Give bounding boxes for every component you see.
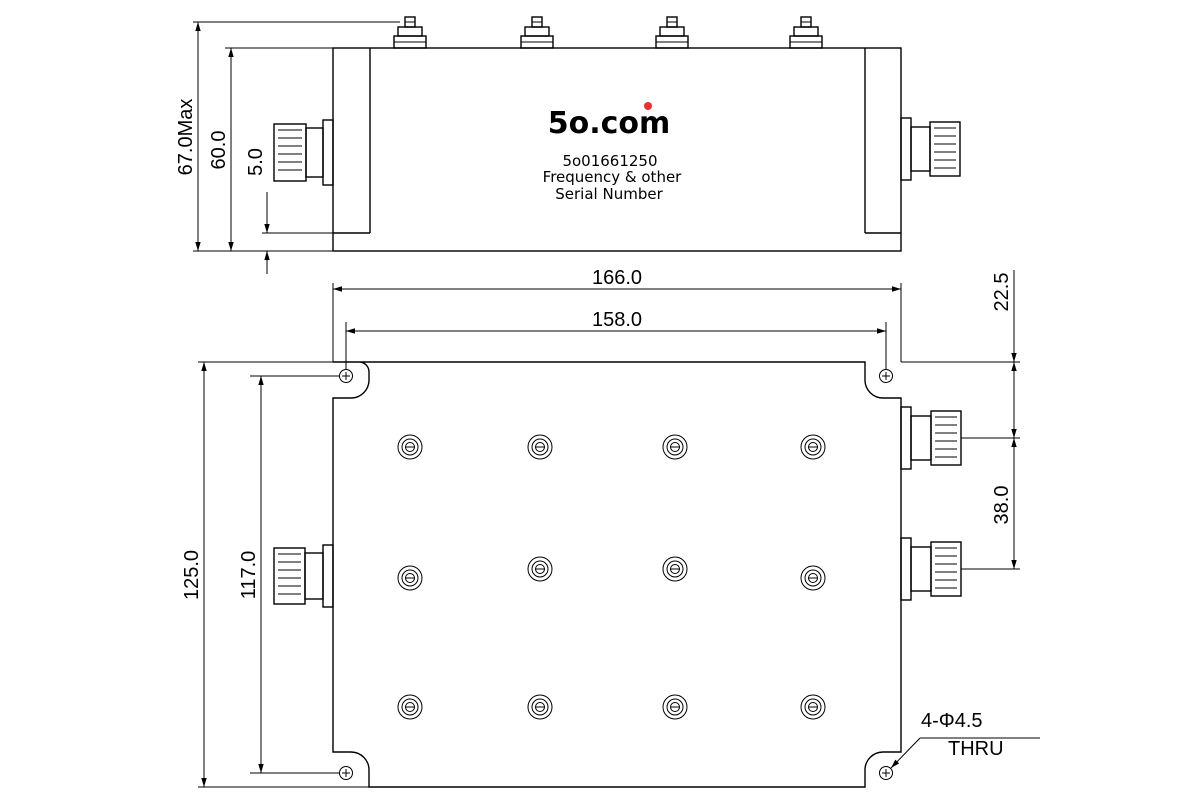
tuning-screw (527, 556, 553, 582)
side-view: 5o.com 5o01661250 Frequency & other Seri… (175, 16, 961, 274)
top-view: 166.0 158.0 22.5 38.0 125.0 117.0 4-Φ4.5… (181, 267, 1040, 788)
dim-right-port-offset: 22.5 (991, 273, 1013, 312)
tuning-screw (662, 556, 688, 582)
dim-height: 60.0 (208, 131, 230, 170)
tuning-screws (397, 434, 826, 720)
side-left-n-connector (273, 119, 334, 186)
dim-overall-width: 125.0 (181, 550, 203, 600)
hole-callout-thru: THRU (948, 738, 1004, 760)
side-view-body (332, 47, 902, 252)
hole-callout: 4-Φ4.5 (921, 710, 983, 732)
mounting-hole (879, 369, 893, 383)
top-right-n-connector-1 (900, 406, 962, 470)
tuning-screw (800, 434, 826, 460)
sma-connector (789, 16, 823, 49)
sma-connector (520, 16, 554, 49)
tuning-screw (662, 694, 688, 720)
tuning-screw (662, 434, 688, 460)
part-number: 5o01661250 (562, 152, 657, 170)
top-right-n-connector-2 (900, 537, 962, 601)
mounting-hole (339, 766, 353, 780)
dim-right-port-pitch: 38.0 (991, 486, 1013, 525)
sma-connector (393, 16, 427, 49)
tuning-screw (527, 694, 553, 720)
mounting-hole (339, 369, 353, 383)
top-view-body (332, 361, 902, 788)
brand-logo: 5o.com (548, 106, 671, 141)
tuning-screw (800, 565, 826, 591)
tuning-screw (397, 694, 423, 720)
tuning-screw (800, 694, 826, 720)
label-serial: Serial Number (555, 185, 663, 203)
dim-overall-length: 166.0 (592, 267, 642, 289)
sma-connector (655, 16, 689, 49)
tuning-screw (397, 565, 423, 591)
dim-mount-spacing-x: 158.0 (592, 309, 642, 331)
top-left-n-connector (273, 544, 334, 608)
dim-mount-spacing-y: 117.0 (238, 551, 260, 600)
label-frequency: Frequency & other (543, 168, 683, 186)
tuning-screw (527, 434, 553, 460)
dim-height-max: 67.0Max (175, 99, 197, 176)
logo-dot (644, 102, 652, 110)
side-right-n-connector (900, 117, 961, 181)
dim-base-offset: 5.0 (245, 148, 267, 176)
mounting-hole (879, 766, 893, 780)
top-sma-connectors (393, 16, 823, 49)
tuning-screw (397, 434, 423, 460)
